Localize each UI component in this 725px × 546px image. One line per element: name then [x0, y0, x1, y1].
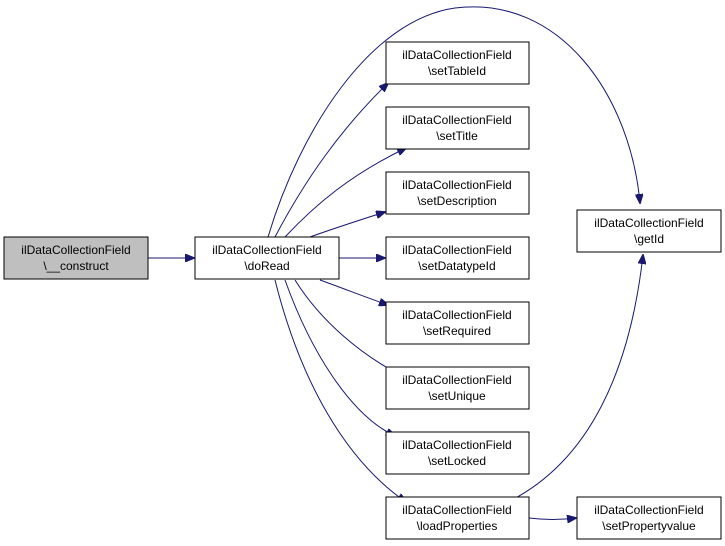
node-settitle-line1: ilDataCollectionField	[402, 113, 511, 127]
node-setdatatypeid[interactable]: ilDataCollectionField \setDatatypeId	[385, 236, 530, 280]
node-setpropertyvalue-line2: \setPropertyvalue	[602, 519, 696, 533]
node-setunique-line2: \setUnique	[428, 389, 486, 403]
node-setlocked[interactable]: ilDataCollectionField \setLocked	[385, 431, 530, 475]
node-setpropertyvalue-line1: ilDataCollectionField	[594, 503, 703, 517]
node-setpropertyvalue[interactable]: ilDataCollectionField \setPropertyvalue	[576, 496, 722, 540]
node-construct-line2: \__construct	[43, 259, 109, 273]
node-setdescription-line2: \setDescription	[417, 194, 496, 208]
node-settitle[interactable]: ilDataCollectionField \setTitle	[385, 106, 530, 150]
node-settableid-line1: ilDataCollectionField	[402, 48, 511, 62]
node-getid-line2: \getId	[634, 232, 664, 246]
node-settitle-line2: \setTitle	[436, 129, 478, 143]
node-doread[interactable]: ilDataCollectionField \doRead	[194, 236, 340, 280]
node-loadproperties-line2: \loadProperties	[417, 519, 498, 533]
node-loadproperties[interactable]: ilDataCollectionField \loadProperties	[385, 496, 530, 540]
node-setrequired[interactable]: ilDataCollectionField \setRequired	[385, 301, 530, 345]
edge-doread-loadproperties	[274, 279, 406, 502]
node-setunique[interactable]: ilDataCollectionField \setUnique	[385, 366, 530, 410]
node-loadproperties-line1: ilDataCollectionField	[402, 503, 511, 517]
node-getid[interactable]: ilDataCollectionField \getId	[576, 209, 722, 253]
node-settableid-line2: \setTableId	[428, 64, 486, 78]
node-setunique-line1: ilDataCollectionField	[402, 373, 511, 387]
edge-doread-setlocked	[284, 279, 395, 436]
edge-loadproperties-setpropertyvalue	[528, 518, 576, 520]
node-getid-line1: ilDataCollectionField	[594, 216, 703, 230]
node-setdescription[interactable]: ilDataCollectionField \setDescription	[385, 171, 530, 215]
edge-loadproperties-getid	[509, 255, 643, 502]
node-setdatatypeid-line2: \setDatatypeId	[418, 259, 495, 273]
edge-doread-setrequired	[319, 279, 388, 305]
edge-doread-getid	[267, 6, 640, 238]
node-doread-line1: ilDataCollectionField	[212, 243, 321, 257]
node-doread-line2: \doRead	[244, 259, 289, 273]
node-setdescription-line1: ilDataCollectionField	[402, 178, 511, 192]
node-setlocked-line2: \setLocked	[428, 454, 486, 468]
node-settableid[interactable]: ilDataCollectionField \setTableId	[385, 41, 530, 85]
edge-doread-settitle	[284, 148, 406, 238]
node-setlocked-line1: ilDataCollectionField	[402, 438, 511, 452]
edge-doread-setdescription	[309, 212, 385, 238]
edge-doread-settableid	[274, 83, 388, 238]
edges	[148, 6, 643, 520]
node-setrequired-line1: ilDataCollectionField	[402, 308, 511, 322]
node-construct[interactable]: ilDataCollectionField \__construct	[3, 236, 149, 280]
node-construct-line1: ilDataCollectionField	[21, 243, 130, 257]
node-setrequired-line2: \setRequired	[423, 324, 491, 338]
node-setdatatypeid-line1: ilDataCollectionField	[402, 243, 511, 257]
